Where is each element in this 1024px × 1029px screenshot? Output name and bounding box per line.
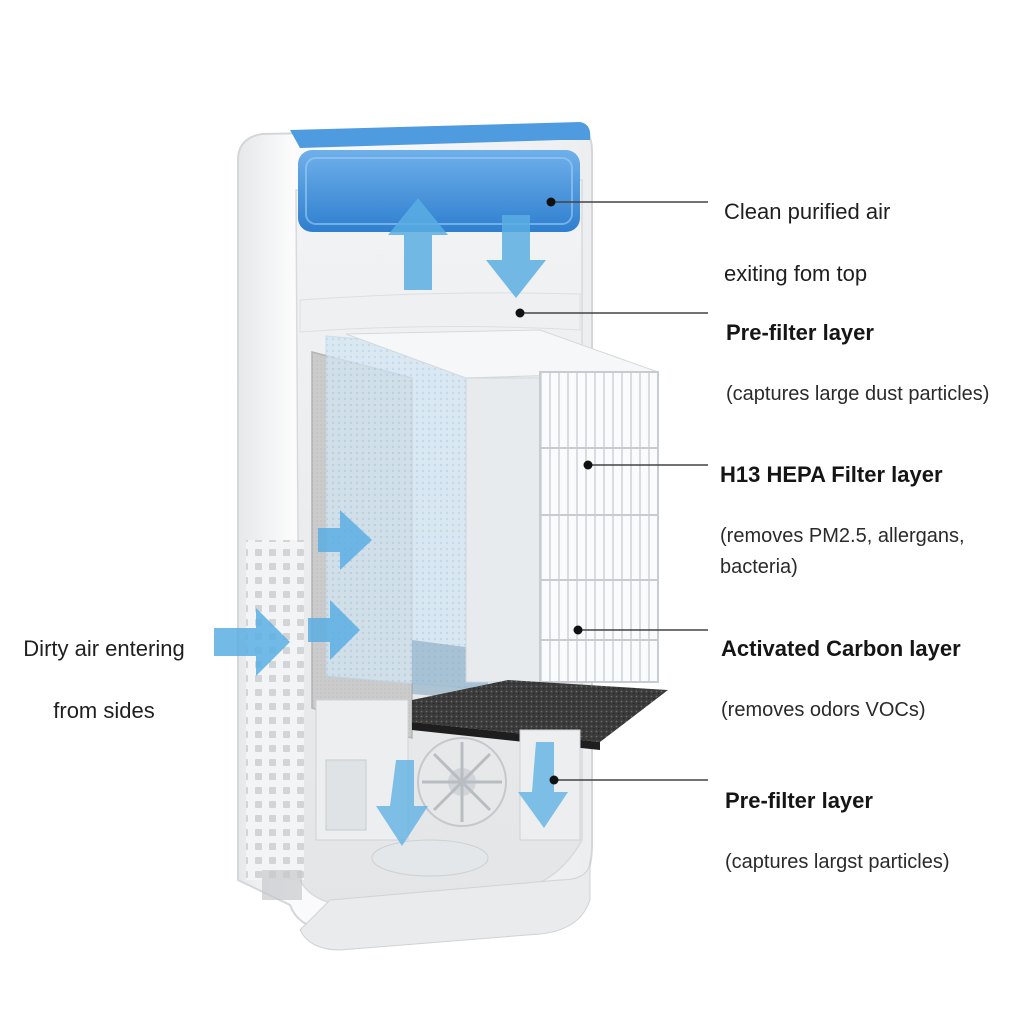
callout-subtitle: (captures largst particles) <box>725 847 950 878</box>
callout-carbon: Activated Carbon layer (removes odors VO… <box>721 602 961 757</box>
callout-line: Clean purified air <box>724 199 890 224</box>
callout-subtitle: (removes odors VOCs) <box>721 695 961 726</box>
callout-line: exiting fom top <box>724 261 867 286</box>
callout-clean-air: Clean purified air exiting fom top <box>724 165 890 289</box>
callout-subtitle: (captures large dust particles) <box>726 379 989 410</box>
callout-line: from sides <box>53 698 154 723</box>
callout-title: Pre-filter layer <box>726 317 989 348</box>
callout-prefilter-top: Pre-filter layer (captures large dust pa… <box>726 286 989 441</box>
callout-prefilter-bottom: Pre-filter layer (captures largst partic… <box>725 754 950 909</box>
top-foam-filter <box>290 122 590 232</box>
callout-title: H13 HEPA Filter layer <box>720 459 965 490</box>
side-grille <box>246 540 304 880</box>
callout-line: Dirty air entering <box>23 636 184 661</box>
callout-hepa: H13 HEPA Filter layer (removes PM2.5, al… <box>720 428 965 614</box>
callout-title: Activated Carbon layer <box>721 633 961 664</box>
callout-title: Pre-filter layer <box>725 785 950 816</box>
callout-subtitle: (removes PM2.5, allergans, bacteria) <box>720 521 965 583</box>
callout-dirty-air: Dirty air entering from sides <box>4 602 204 726</box>
